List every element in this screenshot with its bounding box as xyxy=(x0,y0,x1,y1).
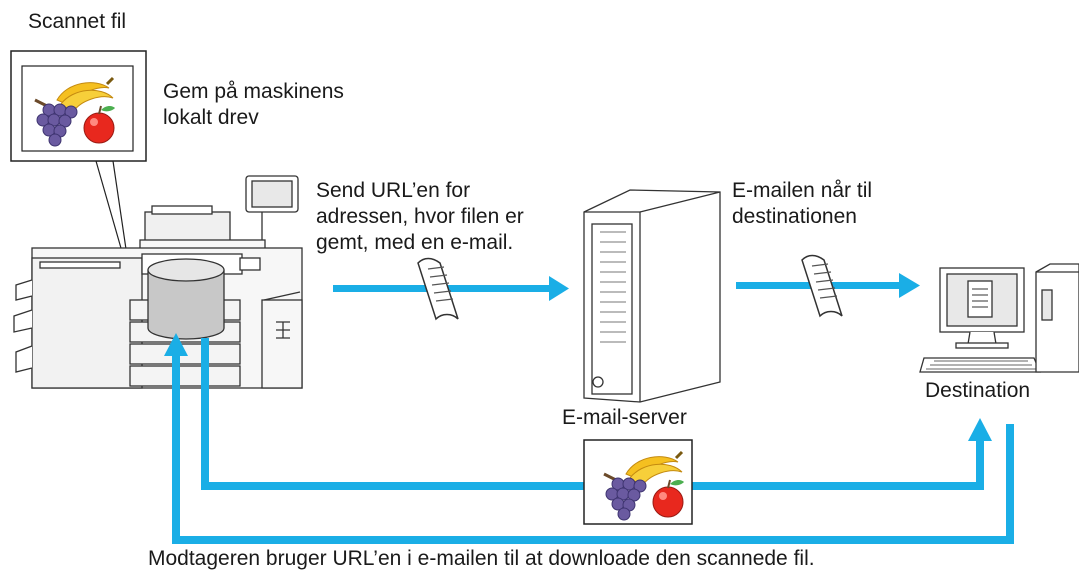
save-local-label-line2: lokalt drev xyxy=(163,106,259,129)
downloaded-file-icon xyxy=(583,439,693,525)
local-drive-icon xyxy=(147,258,225,340)
email-reaches-label-line1: E-mailen når til xyxy=(732,179,873,202)
send-url-label-line1: Send URL’en for xyxy=(316,179,471,202)
email-server-label: E-mail-server xyxy=(562,406,687,429)
send-url-label-line2: adressen, hvor filen er xyxy=(316,205,524,228)
download-arrow-head xyxy=(968,418,992,441)
email-server-icon xyxy=(583,189,721,403)
send-url-label-line3: gemt, med en e-mail. xyxy=(316,231,514,254)
destination-label: Destination xyxy=(925,379,1031,402)
send-arrow-head xyxy=(549,276,569,301)
save-local-label-line1: Gem på maskinens xyxy=(163,80,344,103)
request-arrow-head xyxy=(164,333,188,356)
scanned-file-callout xyxy=(10,50,147,284)
request-arrow-line xyxy=(172,355,1014,544)
deliver-arrow-head xyxy=(899,273,920,298)
bottom-caption: Modtageren bruger URL’en i e-mailen til … xyxy=(148,547,815,570)
destination-computer-icon xyxy=(919,263,1079,373)
email-reaches-label-line2: destinationen xyxy=(732,205,857,228)
scanned-file-label: Scannet fil xyxy=(28,10,127,33)
